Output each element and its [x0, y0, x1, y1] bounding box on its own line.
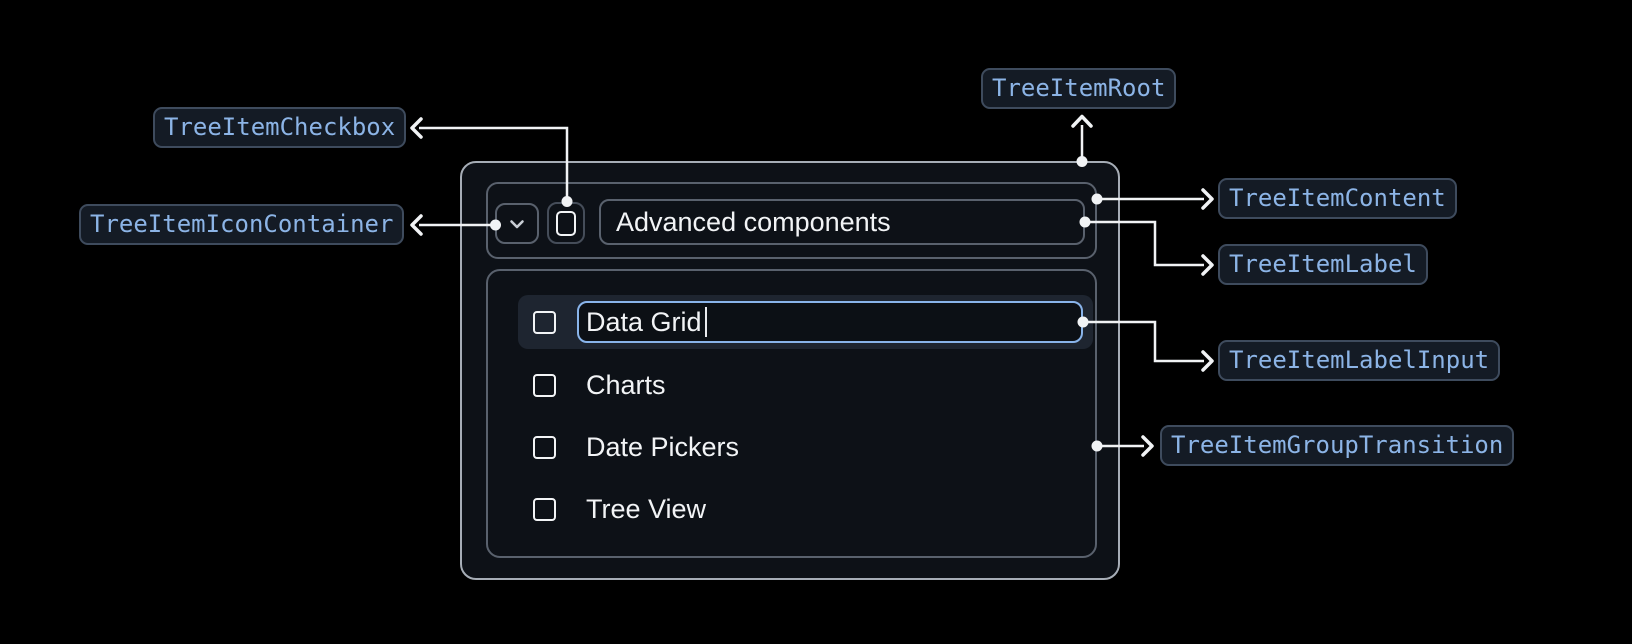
label-input-value: Data Grid: [586, 306, 702, 337]
tree-item-checkbox[interactable]: [533, 435, 556, 459]
tree-item-row[interactable]: Date Pickers: [518, 423, 1093, 471]
tree-item-row[interactable]: Tree View: [518, 485, 1093, 533]
tree-item-row[interactable]: Charts: [518, 361, 1093, 409]
tree-item-label: Date Pickers: [586, 431, 740, 462]
checkbox-unchecked-icon: [556, 210, 576, 236]
badge-tree-item-checkbox: TreeItemCheckbox: [153, 107, 407, 148]
tree-item-checkbox[interactable]: [547, 202, 585, 244]
tree-item-label: Charts: [586, 369, 666, 400]
tree-item-label-input[interactable]: Data Grid: [577, 301, 1083, 343]
parent-item-label: Advanced components: [616, 206, 891, 237]
badge-tree-item-content: TreeItemContent: [1218, 178, 1457, 219]
connector-root: [1071, 114, 1093, 167]
tree-item-checkbox[interactable]: [533, 310, 556, 334]
tree-item-group-transition: [486, 269, 1097, 558]
tree-item-root: [460, 161, 1120, 580]
tree-item-checkbox[interactable]: [533, 497, 556, 521]
badge-tree-item-label: TreeItemLabel: [1218, 244, 1428, 285]
badge-tree-item-icon-container: TreeItemIconContainer: [79, 204, 405, 245]
chevron-down-icon: [510, 219, 524, 228]
text-cursor: [704, 307, 708, 337]
tree-item-label: Tree View: [586, 493, 707, 524]
badge-tree-item-root: TreeItemRoot: [981, 68, 1177, 109]
badge-tree-item-group-transition: TreeItemGroupTransition: [1160, 425, 1515, 466]
badge-tree-item-label-input: TreeItemLabelInput: [1218, 340, 1501, 381]
tree-item-label[interactable]: Advanced components: [599, 199, 1085, 245]
tree-item-checkbox[interactable]: [533, 373, 556, 397]
tree-item-content: [486, 182, 1097, 259]
tree-item-icon-container[interactable]: [495, 203, 539, 244]
